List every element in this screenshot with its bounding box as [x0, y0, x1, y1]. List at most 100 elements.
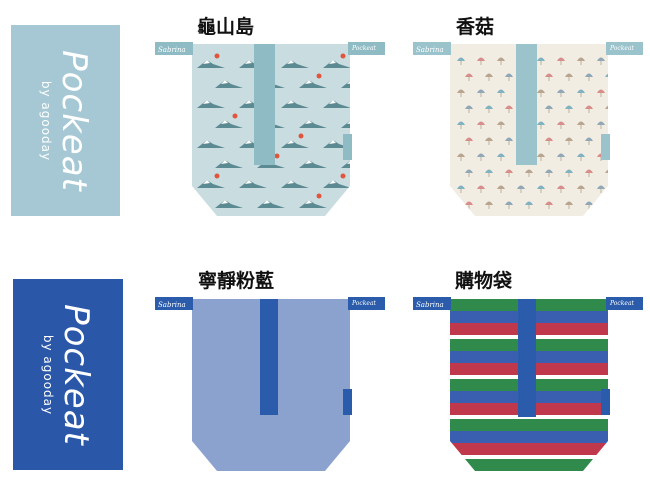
- stripe-band: [450, 431, 608, 443]
- mushroom-motif: [605, 73, 608, 77]
- mountain-motif: [341, 200, 350, 208]
- mountain-motif: [239, 180, 267, 188]
- mushroom-motif: [485, 169, 493, 177]
- mountain-motif: [215, 113, 243, 128]
- mushroom-motif: [497, 153, 505, 161]
- mushroom-motif: [585, 169, 593, 177]
- product-title: 龜山島: [197, 16, 255, 38]
- mushroom-motif: [605, 169, 608, 173]
- mushroom-motif: [585, 105, 593, 113]
- mushroom-motif: [497, 121, 505, 129]
- mountain-motif: [197, 100, 225, 108]
- tag-left-text: Sabrina: [158, 46, 186, 54]
- mushroom-motif: [557, 153, 565, 161]
- mushroom-motif: [477, 57, 485, 65]
- mushroom-motif: [577, 153, 585, 161]
- mushroom-motif: [565, 201, 573, 209]
- mushroom-motif: [537, 57, 545, 65]
- mushroom-motif: [597, 185, 605, 193]
- mushroom-motif: [545, 137, 553, 145]
- mushroom-motif: [557, 185, 565, 193]
- mushroom-motif: [537, 89, 545, 97]
- stripe-band: [450, 443, 608, 455]
- mushroom-motif: [597, 89, 605, 97]
- mushroom-motif: [477, 185, 485, 193]
- mushroom-motif: [605, 201, 608, 205]
- mushroom-motif: [557, 89, 565, 97]
- stripe-band: [450, 419, 608, 431]
- mushroom-motif: [525, 169, 533, 177]
- mountain-motif: [299, 120, 327, 128]
- mushroom-motif: [577, 185, 585, 193]
- mushroom-motif: [585, 201, 593, 209]
- product-bag-mushroom[interactable]: Sabrina Pockeat: [413, 38, 643, 223]
- mushroom-motif: [545, 105, 553, 113]
- tag-right-text: Pockeat: [609, 300, 635, 307]
- mushroom-motif: [537, 185, 545, 193]
- mountain-motif: [323, 53, 350, 68]
- mushroom-motif: [505, 169, 513, 177]
- mushroom-motif: [545, 169, 553, 177]
- mountain-motif: [299, 193, 327, 208]
- mushroom-motif: [477, 153, 485, 161]
- mushroom-motif: [485, 137, 493, 145]
- mushroom-motif: [577, 121, 585, 129]
- brand-name: Pockeat: [56, 303, 96, 446]
- mushroom-motif: [457, 185, 465, 193]
- mountain-motif: [215, 160, 243, 168]
- stripe-band: [450, 455, 608, 459]
- mushroom-motif: [585, 137, 593, 145]
- brand-name: Pockeat: [53, 49, 94, 192]
- brand-card-top: Pockeat by agooday: [11, 25, 120, 216]
- mushroom-motif: [565, 73, 573, 81]
- mountain-motif: [197, 140, 225, 148]
- mushroom-motif: [457, 121, 465, 129]
- mushroom-motif: [465, 105, 473, 113]
- brand-subtitle: by agooday: [41, 334, 55, 415]
- mushroom-motif: [465, 73, 473, 81]
- stripe-band: [450, 459, 608, 471]
- tag-right-text: Pockeat: [609, 45, 635, 52]
- mushroom-motif: [565, 105, 573, 113]
- mountain-motif: [299, 160, 327, 168]
- product-title: 購物袋: [455, 270, 513, 292]
- product-title: 寧靜粉藍: [198, 270, 275, 292]
- mushroom-motif: [557, 121, 565, 129]
- mushroom-motif: [517, 185, 525, 193]
- mushroom-motif: [537, 121, 545, 129]
- mushroom-motif: [505, 137, 513, 145]
- mountain-motif: [341, 160, 350, 168]
- product-bag-shopping[interactable]: Sabrina Pockeat: [413, 293, 643, 478]
- mushroom-motif: [605, 105, 608, 109]
- mountain-motif: [215, 200, 243, 208]
- product-title: 香菇: [456, 16, 495, 38]
- mountain-motif: [341, 120, 350, 128]
- mushroom-motif: [485, 105, 493, 113]
- tag-left-text: Sabrina: [158, 301, 186, 309]
- stripe-band: [450, 471, 608, 478]
- mushroom-motif: [477, 89, 485, 97]
- mountain-motif: [197, 173, 225, 188]
- mushroom-motif: [505, 73, 513, 81]
- brand-logo: Pockeat by agooday: [38, 21, 94, 221]
- mushroom-motif: [465, 169, 473, 177]
- mushroom-motif: [565, 169, 573, 177]
- product-bag-kueishan[interactable]: Sabrina Pockeat: [155, 38, 385, 223]
- tag-right-text: Pockeat: [351, 45, 377, 52]
- mushroom-motif: [497, 89, 505, 97]
- mountain-motif: [281, 180, 309, 188]
- mountain-motif: [299, 73, 327, 88]
- mountain-motif: [197, 53, 225, 68]
- mountain-motif: [281, 100, 309, 108]
- brand-subtitle: by agooday: [38, 80, 53, 161]
- mountain-motif: [323, 173, 350, 188]
- mushroom-motif: [577, 57, 585, 65]
- mushroom-motif: [465, 137, 473, 145]
- tag-left-text: Sabrina: [416, 301, 444, 309]
- mushroom-motif: [477, 121, 485, 129]
- product-bag-serene-blue[interactable]: Sabrina Pockeat: [155, 293, 385, 478]
- mountain-motif: [215, 80, 243, 88]
- tag-left-text: Sabrina: [416, 46, 444, 54]
- mushroom-motif: [537, 153, 545, 161]
- mushroom-motif: [505, 105, 513, 113]
